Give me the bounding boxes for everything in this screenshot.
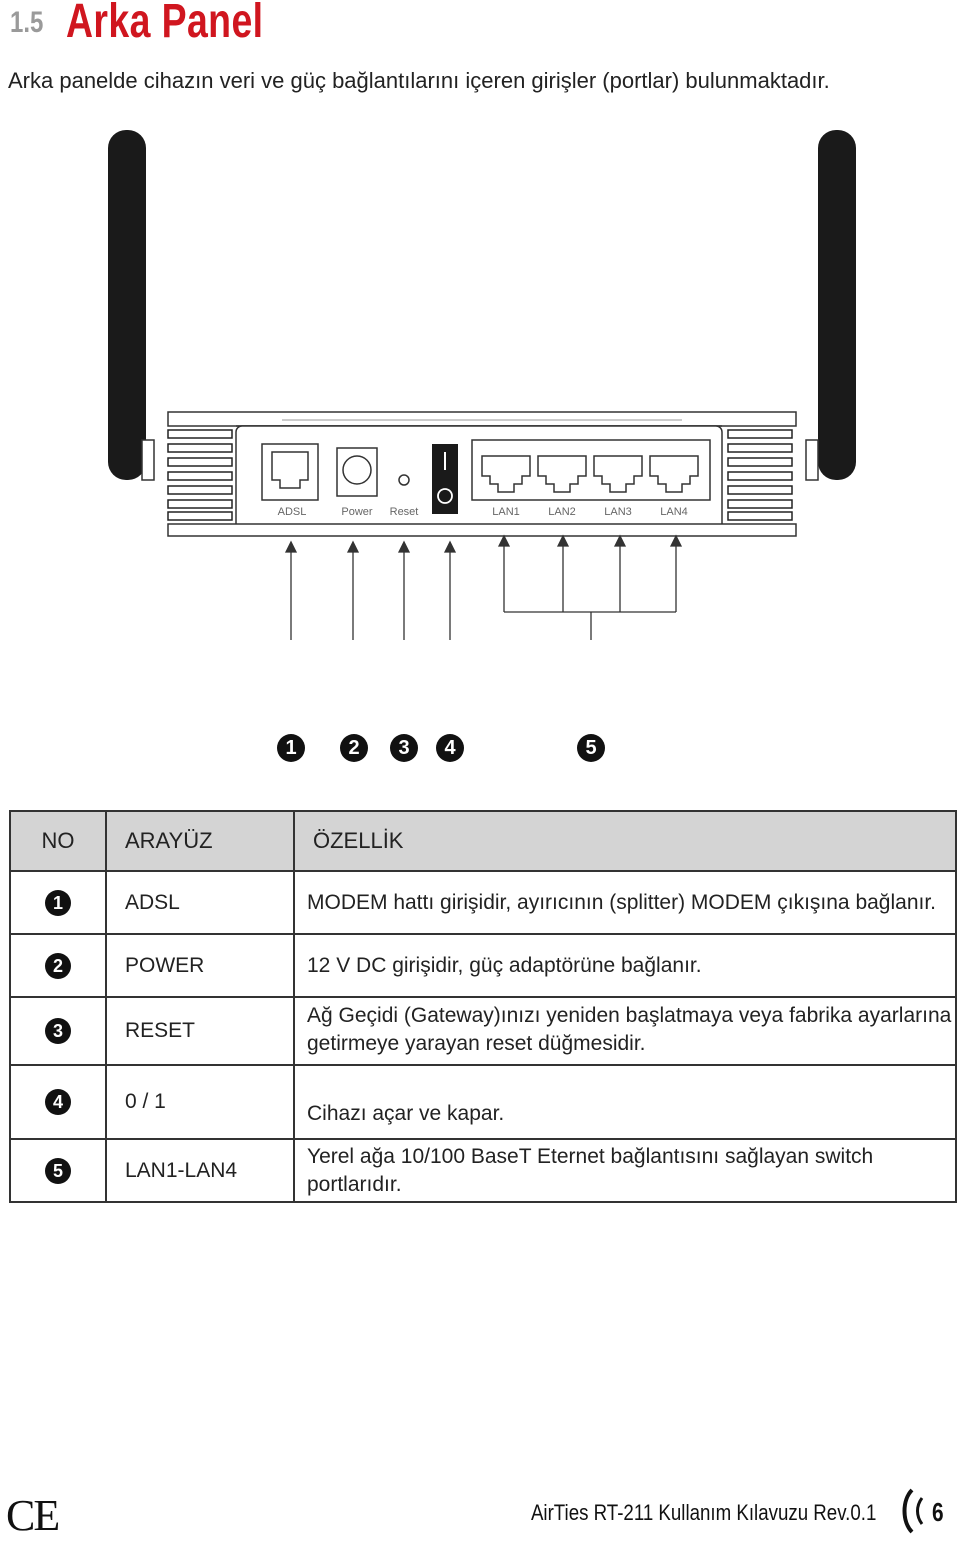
airties-wave-icon	[902, 1488, 924, 1534]
ce-mark: CE	[6, 1491, 60, 1540]
row-interface: POWER	[105, 933, 295, 998]
spec-table: NO ARAYÜZ ÖZELLİK 1 ADSL MODEM hattı gir…	[9, 810, 957, 1203]
callout-5: 5	[577, 734, 605, 762]
label-reset: Reset	[390, 506, 419, 518]
page-number: 6	[932, 1497, 944, 1527]
lan-port-block	[471, 439, 711, 501]
row-feature: MODEM hattı girişidir, ayırıcının (split…	[293, 870, 957, 935]
section-title: Arka Panel	[66, 0, 264, 48]
label-adsl: ADSL	[278, 506, 307, 518]
label-power: Power	[341, 506, 373, 518]
row-feature: Cihazı açar ve kapar.	[293, 1064, 957, 1140]
row-number-badge: 1	[45, 889, 71, 916]
right-antenna	[805, 130, 856, 481]
section-number: 1.5	[10, 6, 44, 39]
row-number-badge: 5	[45, 1157, 71, 1184]
power-jack	[336, 447, 378, 497]
row-interface: ADSL	[105, 870, 295, 935]
right-vents	[727, 429, 793, 521]
callout-2: 2	[340, 734, 368, 762]
label-lan4: LAN4	[660, 506, 688, 518]
row-interface: LAN1-LAN4	[105, 1138, 295, 1203]
power-switch	[432, 444, 458, 514]
callout-3: 3	[390, 734, 418, 762]
table-row: 1 ADSL MODEM hattı girişidir, ayırıcının…	[9, 870, 957, 935]
row-feature: Ağ Geçidi (Gateway)ınızı yeniden başlatm…	[293, 996, 957, 1066]
table-row: 4 0 / 1 Cihazı açar ve kapar.	[9, 1064, 957, 1140]
footer-title: AirTies RT-211 Kullanım Kılavuzu Rev.0.1	[530, 1500, 876, 1525]
table-row: 5 LAN1-LAN4 Yerel ağa 10/100 BaseT Etern…	[9, 1138, 957, 1203]
row-interface: RESET	[105, 996, 295, 1066]
adsl-port	[261, 443, 319, 501]
row-feature: 12 V DC girişidir, güç adaptörüne bağlan…	[293, 933, 957, 998]
intro-text: Arka panelde cihazın veri ve güç bağlant…	[8, 68, 830, 93]
row-number-badge: 2	[45, 952, 71, 979]
header-no: NO	[9, 810, 107, 872]
label-lan1: LAN1	[492, 506, 520, 518]
header-feature: ÖZELLİK	[293, 810, 957, 872]
reset-hole	[398, 474, 410, 486]
label-lan2: LAN2	[548, 506, 576, 518]
table-row: 2 POWER 12 V DC girişidir, güç adaptörün…	[9, 933, 957, 998]
left-vents	[167, 429, 233, 521]
callout-1: 1	[277, 734, 305, 762]
row-feature: Yerel ağa 10/100 BaseT Eternet bağlantıs…	[293, 1138, 957, 1203]
left-antenna	[108, 130, 155, 481]
pointer-lines	[284, 534, 683, 640]
table-header-row: NO ARAYÜZ ÖZELLİK	[9, 810, 957, 872]
row-interface: 0 / 1	[105, 1064, 295, 1140]
row-number-badge: 4	[45, 1089, 71, 1115]
table-row: 3 RESET Ağ Geçidi (Gateway)ınızı yeniden…	[9, 996, 957, 1066]
header-interface: ARAYÜZ	[105, 810, 295, 872]
row-number-badge: 3	[45, 1018, 71, 1044]
callout-4: 4	[436, 734, 464, 762]
router-back-panel-diagram: ADSL Power Reset LAN1 LAN2 LAN3 LAN4	[108, 130, 856, 640]
label-lan3: LAN3	[604, 506, 632, 518]
